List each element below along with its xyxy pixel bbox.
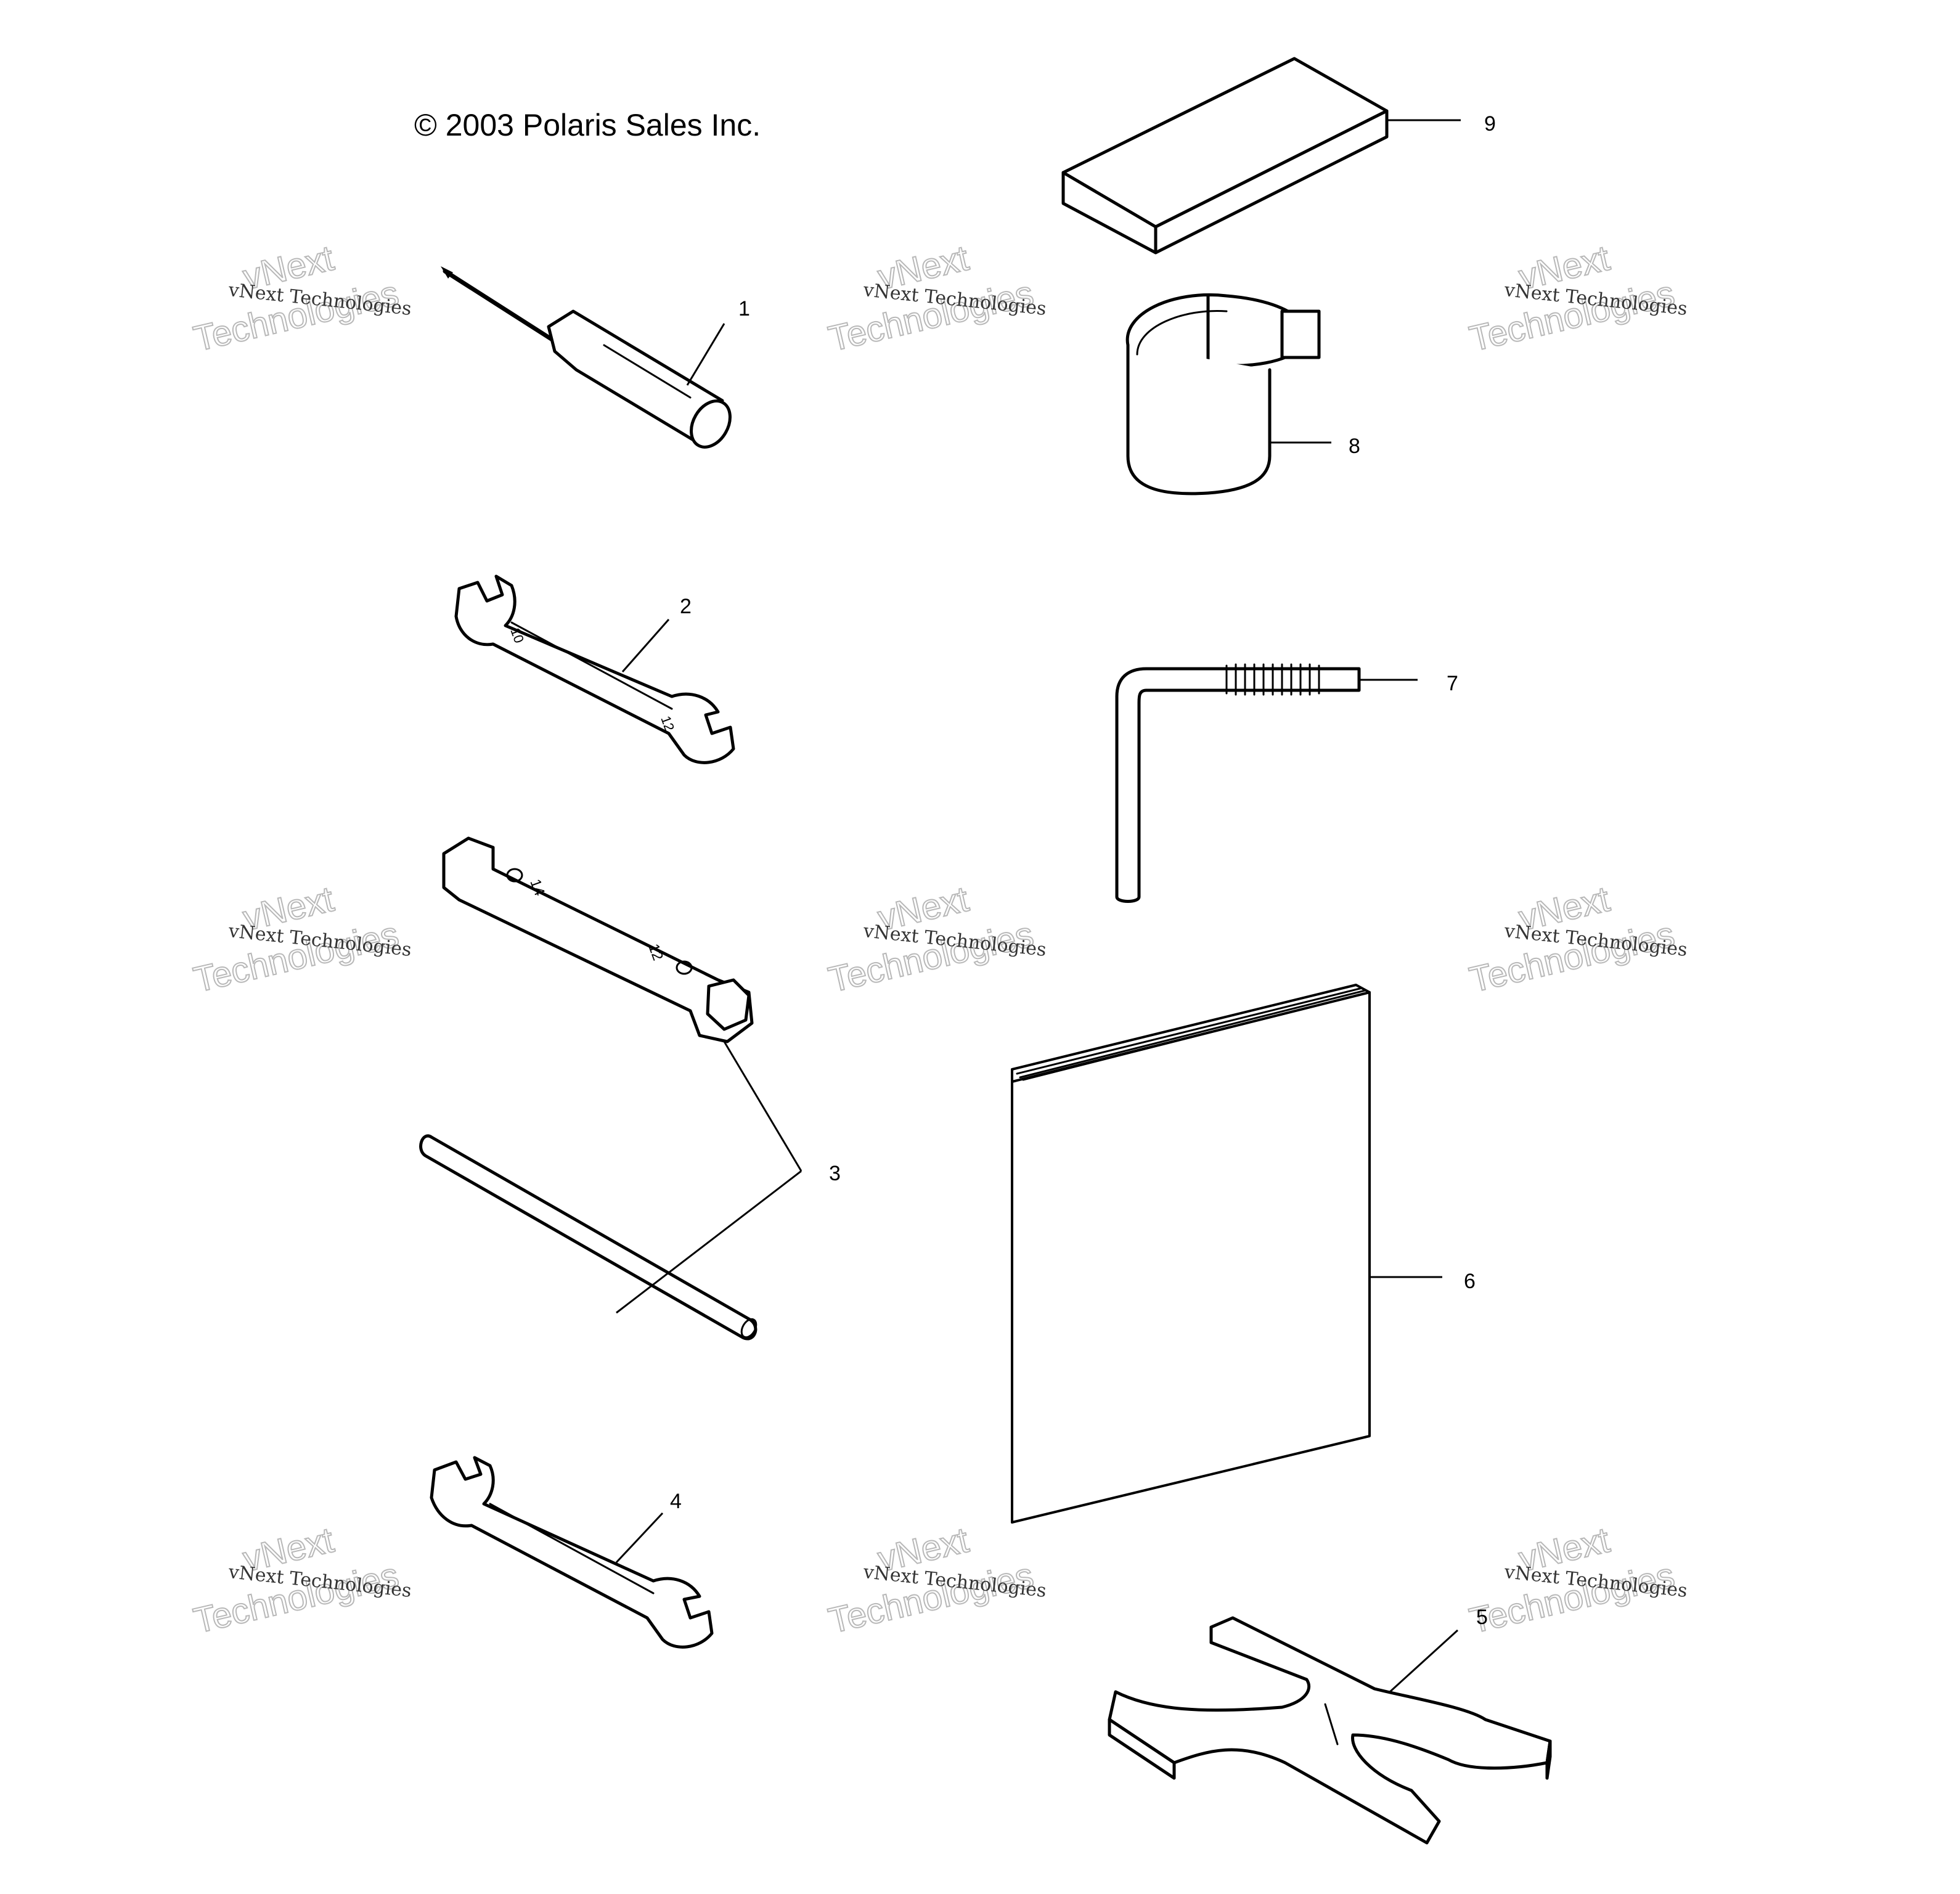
watermark-tile: vNext Technologies vNext Technologies [1465, 237, 1688, 360]
callout-9: 9 [1484, 112, 1496, 136]
watermark-tile: vNext Technologies vNext Technologies [1465, 878, 1688, 1001]
part-5-spacer: 5 [1108, 1606, 1552, 1845]
part-1-screwdriver: 1 [441, 266, 750, 449]
part-9-pad: 9 [1061, 57, 1496, 255]
lkey-grip [1225, 663, 1320, 696]
part-2-wrench: 10 12 2 [454, 574, 735, 764]
copyright-text: © 2003 Polaris Sales Inc. [414, 108, 761, 142]
part-4-wrench: 4 [430, 1456, 714, 1649]
watermark-tile: vNext Technologies vNext Technologies [189, 1519, 412, 1642]
callout-7: 7 [1447, 672, 1458, 695]
callout-6: 6 [1464, 1270, 1476, 1293]
callout-4: 4 [670, 1490, 682, 1513]
watermark-tile: vNext Technologies vNext Technologies [824, 237, 1047, 360]
watermark-tile: vNext Technologies vNext Technologies [189, 237, 412, 360]
part-8-tape: 8 [1125, 293, 1360, 496]
leader-1 [686, 323, 725, 386]
callout-1: 1 [738, 297, 750, 320]
callout-5: 5 [1476, 1606, 1488, 1629]
watermark-tile: vNext Technologies vNext Technologies [824, 1519, 1047, 1642]
part-7-lkey: 7 [1115, 663, 1458, 903]
watermark-tile: vNext Technologies vNext Technologies [824, 878, 1047, 1001]
callout-2: 2 [680, 595, 692, 618]
part-6-manual: 6 [1011, 984, 1476, 1524]
leader-4 [615, 1512, 664, 1564]
leader-2 [621, 619, 670, 672]
watermark-tile: vNext Technologies vNext Technologies [1465, 1519, 1688, 1642]
part-3-tommy-bar [419, 1134, 757, 1341]
callout-3: 3 [829, 1162, 841, 1185]
callout-8: 8 [1349, 435, 1360, 458]
leader-3 [616, 1041, 802, 1314]
watermark-tile: vNext Technologies vNext Technologies [189, 878, 412, 1001]
leader-5 [1389, 1629, 1459, 1693]
part-3-socket-wrench: 14 12 [442, 836, 754, 1043]
